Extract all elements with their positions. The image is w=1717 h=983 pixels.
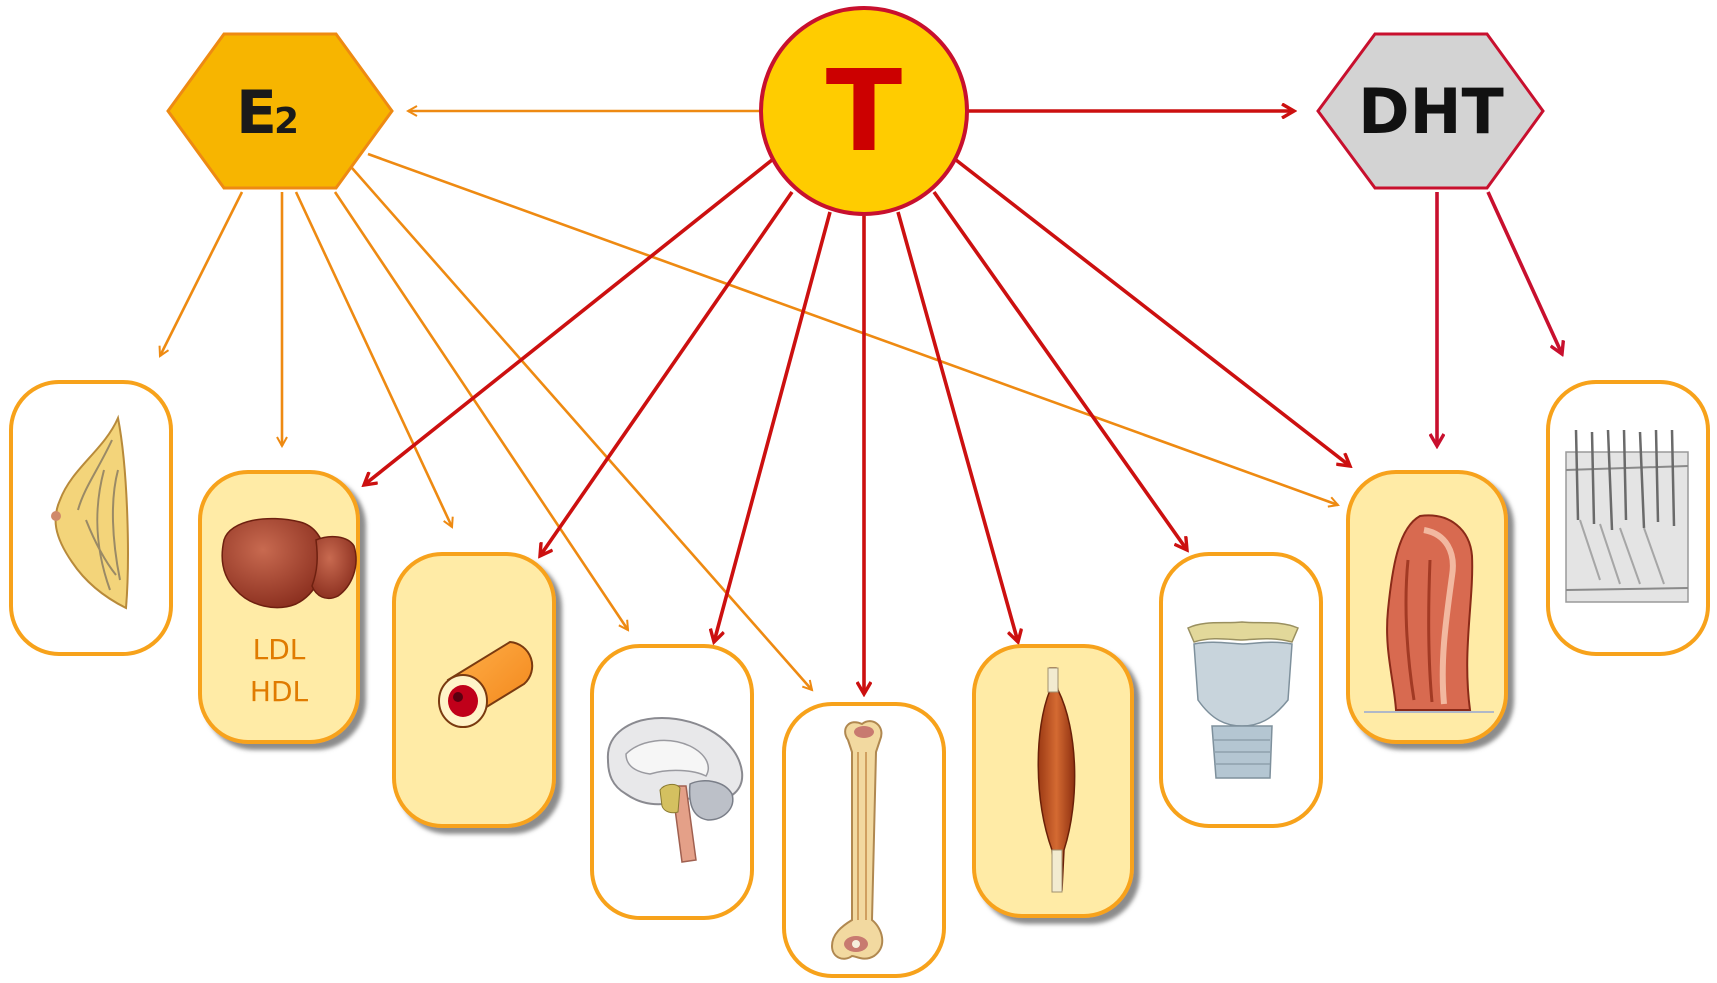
dht-node: DHT (1318, 34, 1543, 188)
testosterone-node: T (761, 8, 967, 214)
estradiol-label: E (236, 78, 277, 148)
arrow-t-to-liver (364, 160, 772, 485)
organ-card-liver: LDL HDL (200, 472, 358, 742)
organ-card-skin (1548, 382, 1708, 654)
organ-card-prostate (1348, 472, 1506, 742)
organ-card-vessel (394, 554, 554, 826)
skin-hair-icon (1566, 430, 1688, 602)
dht-label: DHT (1358, 75, 1504, 148)
liver-ldl-label: LDL (253, 633, 306, 666)
arrow-t-to-larynx (934, 192, 1187, 550)
arrow-dht-to-skin (1488, 192, 1562, 354)
arrow-t-to-muscle (898, 212, 1018, 642)
organ-card-muscle (974, 646, 1132, 916)
testosterone-label: T (826, 47, 902, 177)
dht-arrows (1437, 192, 1562, 446)
estradiol-subscript: 2 (274, 101, 299, 142)
organ-card-brain (592, 646, 752, 918)
organ-card-larynx (1161, 554, 1321, 826)
liver-hdl-label: HDL (250, 675, 309, 708)
estradiol-node: E 2 (168, 34, 392, 188)
organ-card-bone (784, 704, 944, 976)
arrow-e2-to-breast (160, 192, 242, 356)
organ-card-breast (11, 382, 171, 654)
arrow-t-to-prostate (956, 160, 1350, 466)
